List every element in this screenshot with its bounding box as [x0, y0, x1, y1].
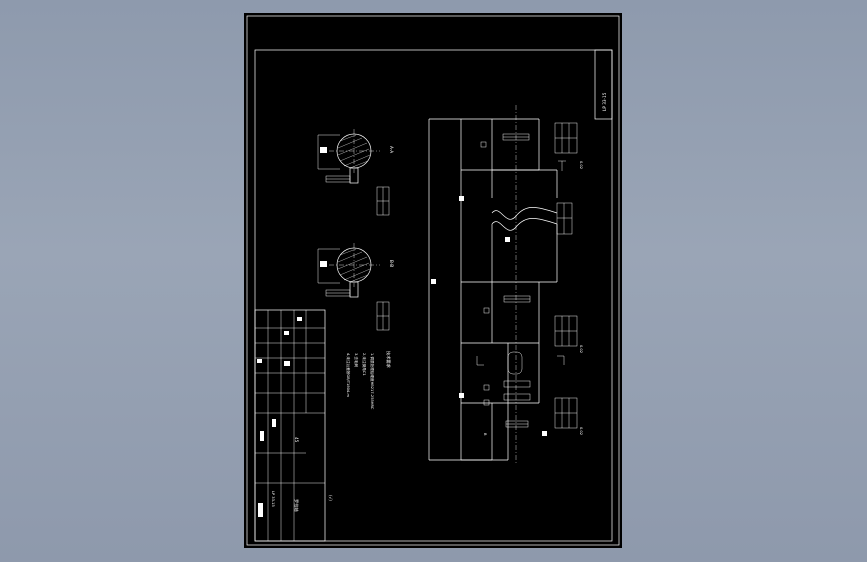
- main-shaft-view: B: [428, 105, 565, 465]
- drawing-sheet: LP 33-15: [244, 13, 622, 548]
- break-line-upper: [491, 207, 558, 220]
- svg-text:0.02: 0.02: [579, 427, 583, 435]
- section-a-label: A-A: [389, 146, 394, 153]
- part-name: 罗拉轴: [293, 499, 300, 512]
- note-2: 2.未注倒角C1: [362, 353, 367, 376]
- section-b-b: B-B: [317, 243, 394, 331]
- title-block-code: LP 33-15: [271, 491, 275, 507]
- view-b-marker: B: [483, 433, 487, 436]
- section-a-a: A-A: [317, 129, 394, 216]
- note-4: 4.未注公差按GB/T1804-m: [346, 353, 351, 397]
- svg-text:0.02: 0.02: [579, 161, 583, 169]
- inner-frame: [254, 49, 613, 542]
- svg-text:0.02: 0.02: [579, 345, 583, 353]
- note-1: 1.调质处理后硬度HB217-255HRC: [370, 353, 375, 410]
- tolerance-frames: 0.02 0.02 0.02: [554, 122, 583, 435]
- title-block: 45 LP 33-15 罗拉轴: [254, 309, 326, 542]
- drawing-code-text: LP 33-15: [602, 92, 607, 111]
- drawing-code-box: [594, 49, 613, 120]
- note-3: 3.去毛刺: [354, 353, 359, 368]
- break-line-lower: [491, 218, 558, 231]
- section-b-label: B-B: [389, 260, 394, 267]
- outer-frame: [246, 15, 620, 546]
- notes-title: 技术要求: [385, 351, 392, 369]
- technical-notes: 技术要求 1.调质处理后硬度HB217-255HRC 2.未注倒角C1 3.去毛…: [346, 351, 392, 410]
- roughness-note: (√): [328, 495, 333, 501]
- cad-drawing: LP 33-15: [246, 15, 620, 546]
- title-block-number: 45: [294, 437, 299, 443]
